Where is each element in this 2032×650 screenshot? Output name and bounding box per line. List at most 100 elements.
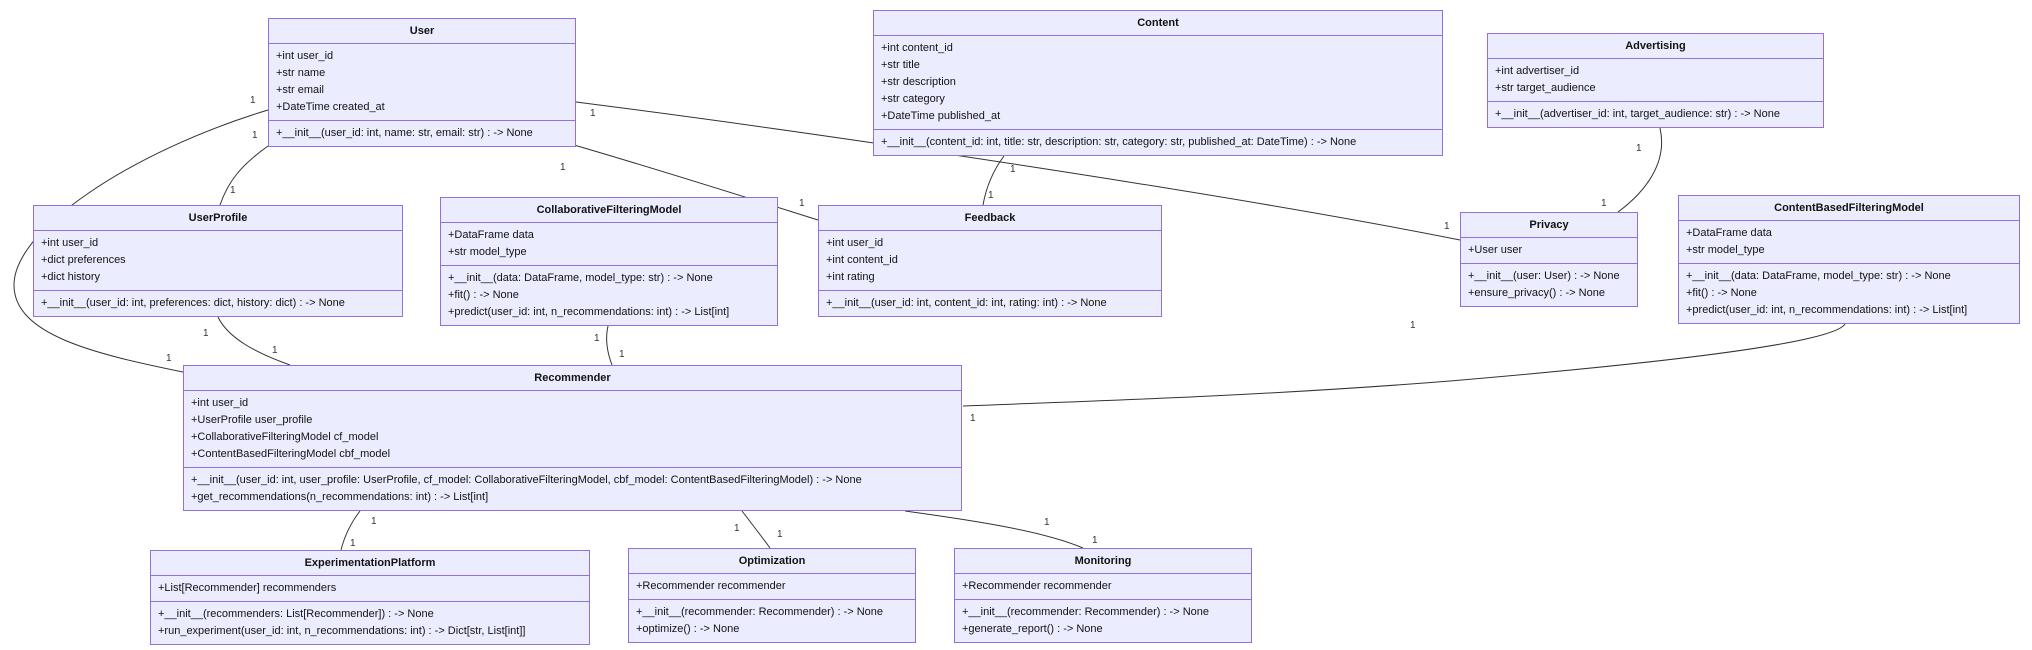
multiplicity-label: 1 xyxy=(799,198,805,209)
class-attributes: +int content_id +str title +str descript… xyxy=(874,36,1442,129)
class-methods: +__init__(recommender: Recommender) : ->… xyxy=(629,599,915,642)
class-experimentationplatform: ExperimentationPlatform +List[Recommende… xyxy=(150,550,590,645)
edge-advertising-privacy xyxy=(1617,127,1662,213)
class-title: Optimization xyxy=(629,549,915,574)
edge-content-feedback xyxy=(982,155,1005,206)
class-content: Content +int content_id +str title +str … xyxy=(873,10,1443,156)
method: +run_experiment(user_id: int, n_recommen… xyxy=(158,625,526,637)
multiplicity-label: 1 xyxy=(1092,535,1098,546)
attribute: +str target_audience xyxy=(1495,82,1596,94)
attribute: +str name xyxy=(276,67,326,79)
class-attributes: +int user_id +dict preferences +dict his… xyxy=(34,231,402,290)
method: +__init__(recommender: Recommender) : ->… xyxy=(962,606,1210,618)
attribute: +Recommender recommender xyxy=(636,580,786,592)
attribute: +List[Recommender] recommenders xyxy=(158,582,337,594)
class-attributes: +int advertiser_id +str target_audience xyxy=(1488,59,1823,101)
method: +__init__(recommender: Recommender) : ->… xyxy=(636,606,884,618)
multiplicity-label: 1 xyxy=(590,108,596,119)
class-methods: +__init__(user: User) : -> None +ensure_… xyxy=(1461,263,1637,306)
class-methods: +__init__(user_id: int, content_id: int,… xyxy=(819,290,1161,316)
method: +generate_report() : -> None xyxy=(962,623,1103,635)
class-attributes: +int user_id +UserProfile user_profile +… xyxy=(184,391,961,467)
class-methods: +__init__(advertiser_id: int, target_aud… xyxy=(1488,101,1823,127)
class-methods: +__init__(user_id: int, user_profile: Us… xyxy=(184,467,961,510)
class-methods: +__init__(recommenders: List[Recommender… xyxy=(151,601,589,644)
class-title: Recommender xyxy=(184,366,961,391)
class-recommender: Recommender +int user_id +UserProfile us… xyxy=(183,365,962,511)
method: +__init__(user_id: int, preferences: dic… xyxy=(41,297,345,309)
class-attributes: +DataFrame data +str model_type xyxy=(1679,221,2019,263)
class-methods: +__init__(data: DataFrame, model_type: s… xyxy=(441,265,777,325)
multiplicity-label: 1 xyxy=(166,353,172,364)
class-optimization: Optimization +Recommender recommender +_… xyxy=(628,548,916,643)
class-advertising: Advertising +int advertiser_id +str targ… xyxy=(1487,33,1824,128)
method: +__init__(advertiser_id: int, target_aud… xyxy=(1495,108,1780,120)
attribute: +DataFrame data xyxy=(1686,227,1772,239)
attribute: +DateTime published_at xyxy=(881,110,1001,122)
class-attributes: +int user_id +str name +str email +DateT… xyxy=(269,44,575,120)
class-title: Monitoring xyxy=(955,549,1251,574)
edge-cbfmodel-recommender xyxy=(962,323,1846,407)
class-title: Advertising xyxy=(1488,34,1823,59)
method: +__init__(user_id: int, content_id: int,… xyxy=(826,297,1107,309)
multiplicity-label: 1 xyxy=(272,345,278,356)
attribute: +ContentBasedFilteringModel cbf_model xyxy=(191,448,391,460)
class-attributes: +Recommender recommender xyxy=(955,574,1251,599)
multiplicity-label: 1 xyxy=(350,538,356,549)
multiplicity-label: 1 xyxy=(371,516,377,527)
attribute: +dict history xyxy=(41,271,100,283)
class-title: CollaborativeFilteringModel xyxy=(441,198,777,223)
multiplicity-label: 1 xyxy=(1010,164,1016,175)
class-contentbasedfilteringmodel: ContentBasedFilteringModel +DataFrame da… xyxy=(1678,195,2020,324)
attribute: +int advertiser_id xyxy=(1495,65,1580,77)
class-methods: +__init__(user_id: int, name: str, email… xyxy=(269,120,575,146)
attribute: +DataFrame data xyxy=(448,229,534,241)
attribute: +int user_id xyxy=(276,50,334,62)
multiplicity-label: 1 xyxy=(970,413,976,424)
attribute: +dict preferences xyxy=(41,254,126,266)
method: +__init__(data: DataFrame, model_type: s… xyxy=(1686,270,1951,282)
attribute: +int content_id xyxy=(881,42,953,54)
method: +__init__(recommenders: List[Recommender… xyxy=(158,608,434,620)
class-attributes: +DataFrame data +str model_type xyxy=(441,223,777,265)
class-title: ExperimentationPlatform xyxy=(151,551,589,576)
attribute: +CollaborativeFilteringModel cf_model xyxy=(191,431,379,443)
method: +__init__(user: User) : -> None xyxy=(1468,270,1620,282)
multiplicity-label: 1 xyxy=(734,523,740,534)
method: +__init__(user_id: int, name: str, email… xyxy=(276,127,533,139)
class-attributes: +Recommender recommender xyxy=(629,574,915,599)
method: +predict(user_id: int, n_recommendations… xyxy=(1686,304,1968,316)
attribute: +str title xyxy=(881,59,920,71)
method: +__init__(content_id: int, title: str, d… xyxy=(881,136,1357,148)
class-attributes: +List[Recommender] recommenders xyxy=(151,576,589,601)
multiplicity-label: 1 xyxy=(252,130,258,141)
class-methods: +__init__(data: DataFrame, model_type: s… xyxy=(1679,263,2019,323)
attribute: +DateTime created_at xyxy=(276,101,385,113)
multiplicity-label: 1 xyxy=(1044,517,1050,528)
method: +__init__(data: DataFrame, model_type: s… xyxy=(448,272,713,284)
edge-recommender-experimentationplatform xyxy=(340,510,361,551)
attribute: +User user xyxy=(1468,244,1523,256)
class-attributes: +User user xyxy=(1461,238,1637,263)
class-collaborativefilteringmodel: CollaborativeFilteringModel +DataFrame d… xyxy=(440,197,778,326)
attribute: +int rating xyxy=(826,271,875,283)
multiplicity-label: 1 xyxy=(777,529,783,540)
class-feedback: Feedback +int user_id +int content_id +i… xyxy=(818,205,1162,317)
edge-user-userprofile xyxy=(219,145,269,206)
class-user: User +int user_id +str name +str email +… xyxy=(268,18,576,147)
method: +fit() : -> None xyxy=(448,289,519,301)
multiplicity-label: 1 xyxy=(250,95,256,106)
attribute: +str description xyxy=(881,76,956,88)
multiplicity-label: 1 xyxy=(988,190,994,201)
class-title: User xyxy=(269,19,575,44)
multiplicity-label: 1 xyxy=(203,328,209,339)
edge-user-recommender xyxy=(13,109,269,373)
method: +fit() : -> None xyxy=(1686,287,1757,299)
attribute: +str model_type xyxy=(1686,244,1765,256)
class-monitoring: Monitoring +Recommender recommender +__i… xyxy=(954,548,1252,643)
class-userprofile: UserProfile +int user_id +dict preferenc… xyxy=(33,205,403,317)
multiplicity-label: 1 xyxy=(619,349,625,360)
multiplicity-label: 1 xyxy=(230,185,236,196)
attribute: +str category xyxy=(881,93,945,105)
